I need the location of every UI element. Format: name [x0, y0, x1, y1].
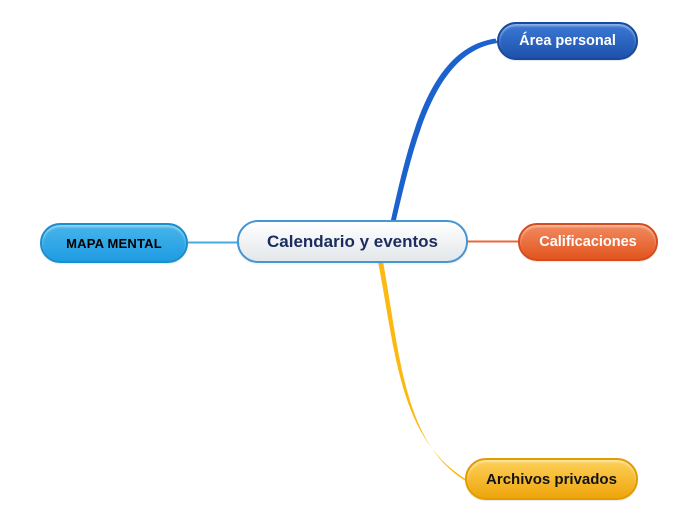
node-calendario-y-eventos[interactable]: Calendario y eventos [237, 220, 468, 263]
node-area-personal[interactable]: Área personal [497, 22, 638, 60]
connector-central-to-area-personal [390, 38, 498, 222]
node-mapa-mental-label: MAPA MENTAL [66, 235, 162, 251]
node-archivos-privados-label: Archivos privados [486, 470, 617, 488]
node-area-personal-label: Área personal [519, 33, 616, 49]
node-calificaciones-label: Calificaciones [539, 234, 637, 250]
connector-central-to-archivos-privados [378, 261, 466, 482]
node-archivos-privados[interactable]: Archivos privados [465, 458, 638, 500]
node-calendario-y-eventos-label: Calendario y eventos [266, 231, 438, 251]
node-mapa-mental[interactable]: MAPA MENTAL [40, 223, 188, 263]
node-calificaciones[interactable]: Calificaciones [518, 223, 658, 261]
